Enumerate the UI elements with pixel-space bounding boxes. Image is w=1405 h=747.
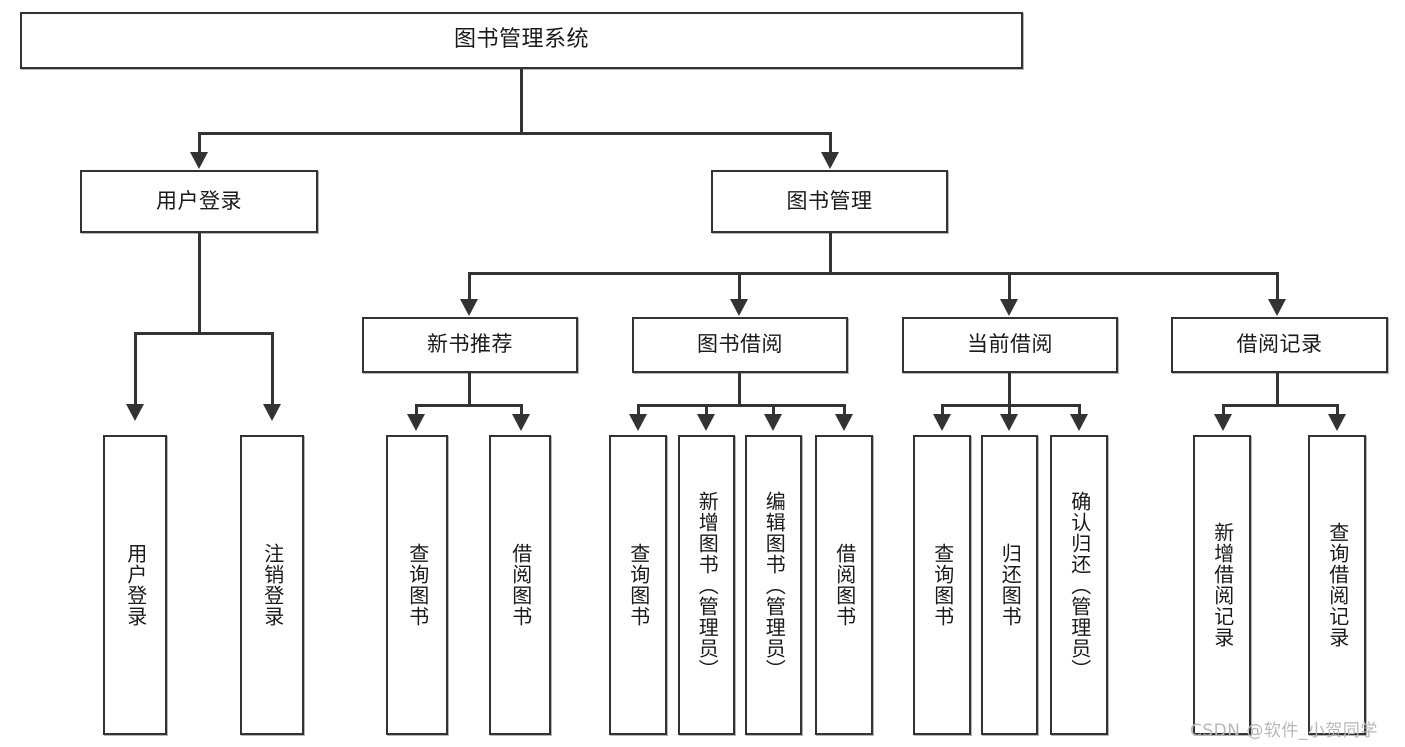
node-label: 注销登录 bbox=[260, 543, 285, 627]
connector-current-borrow-stem bbox=[1008, 373, 1011, 407]
arrowhead-leaf-query-record bbox=[1328, 414, 1346, 431]
node-label: 图书借阅 bbox=[697, 332, 783, 357]
arrowhead-leaf-edit-book bbox=[764, 414, 782, 431]
arrowhead-to-borrow-record bbox=[1268, 299, 1286, 316]
connector-borrow-record-stem bbox=[1276, 373, 1279, 407]
connector-new-book-bus bbox=[415, 404, 523, 407]
connector-book-borrow-drop-3 bbox=[772, 404, 775, 418]
connector-book-manage-stem bbox=[829, 233, 832, 274]
node-leaf-logout-login[interactable]: 注销登录 bbox=[240, 435, 304, 735]
connector-current-borrow-drop-2 bbox=[1008, 404, 1011, 418]
arrowhead-leaf-user-login bbox=[126, 404, 144, 421]
connector-current-borrow-drop-3 bbox=[1078, 404, 1081, 418]
connector-book-borrow-stem bbox=[738, 373, 741, 407]
connector-level3-bus bbox=[468, 272, 1279, 275]
node-leaf-confirm-return[interactable]: 确认归还（管理员） bbox=[1050, 435, 1108, 735]
connector-user-login-drop-2 bbox=[271, 332, 274, 408]
node-label: 归还图书 bbox=[998, 543, 1023, 627]
connector-borrow-record-bus bbox=[1222, 404, 1339, 407]
node-borrow-record[interactable]: 借阅记录 bbox=[1171, 317, 1388, 373]
node-leaf-add-record[interactable]: 新增借阅记录 bbox=[1193, 435, 1251, 735]
connector-user-login-bus bbox=[134, 332, 274, 335]
node-label: 借阅记录 bbox=[1236, 332, 1323, 357]
connector-new-book-drop-2 bbox=[520, 404, 523, 418]
arrowhead-leaf-add-record bbox=[1214, 414, 1232, 431]
connector-user-login-drop-1 bbox=[134, 332, 137, 408]
connector-root-stem bbox=[520, 69, 523, 134]
arrowhead-to-current-borrow bbox=[1000, 299, 1018, 316]
node-label: 新书推荐 bbox=[427, 332, 513, 357]
arrowhead-to-book-borrow bbox=[730, 299, 748, 316]
connector-book-borrow-drop-1 bbox=[637, 404, 640, 418]
connector-new-book-drop-1 bbox=[415, 404, 418, 418]
arrowhead-to-user-login bbox=[190, 152, 208, 169]
arrowhead-leaf-query-book-2 bbox=[629, 414, 647, 431]
node-label: 图书管理系统 bbox=[453, 27, 589, 53]
connector-to-borrow-record bbox=[1276, 272, 1279, 303]
arrowhead-to-new-book-recommend bbox=[460, 299, 478, 316]
arrowhead-leaf-add-book bbox=[697, 414, 715, 431]
node-new-book-recommend[interactable]: 新书推荐 bbox=[362, 317, 578, 373]
connector-book-borrow-drop-4 bbox=[843, 404, 846, 418]
node-leaf-query-book-2[interactable]: 查询图书 bbox=[609, 435, 667, 735]
node-label: 确认归还（管理员） bbox=[1067, 490, 1092, 680]
connector-borrow-record-drop-2 bbox=[1336, 404, 1339, 418]
connector-to-new-book-recommend bbox=[468, 272, 471, 303]
node-label: 编辑图书（管理员） bbox=[762, 490, 787, 680]
node-label: 图书管理 bbox=[786, 188, 873, 213]
connector-book-borrow-bus bbox=[637, 404, 846, 407]
node-leaf-add-book[interactable]: 新增图书（管理员） bbox=[678, 435, 735, 735]
connector-to-book-manage bbox=[829, 132, 832, 156]
node-label: 借阅图书 bbox=[508, 543, 533, 627]
connector-new-book-stem bbox=[468, 373, 471, 407]
connector-current-borrow-bus bbox=[941, 404, 1081, 407]
node-label: 用户登录 bbox=[156, 188, 242, 213]
node-leaf-borrow-book-2[interactable]: 借阅图书 bbox=[815, 435, 873, 735]
node-label: 查询图书 bbox=[405, 543, 430, 627]
connector-user-login-stem bbox=[198, 233, 201, 334]
node-book-borrow[interactable]: 图书借阅 bbox=[632, 317, 848, 373]
node-leaf-query-book-1[interactable]: 查询图书 bbox=[386, 435, 448, 735]
arrowhead-leaf-borrow-book-2 bbox=[835, 414, 853, 431]
connector-current-borrow-drop-1 bbox=[941, 404, 944, 418]
node-leaf-user-login[interactable]: 用户登录 bbox=[103, 435, 167, 735]
node-leaf-borrow-book-1[interactable]: 借阅图书 bbox=[489, 435, 551, 735]
connector-borrow-record-drop-1 bbox=[1222, 404, 1225, 418]
node-current-borrow[interactable]: 当前借阅 bbox=[902, 317, 1118, 373]
node-label: 借阅图书 bbox=[832, 543, 857, 627]
node-book-manage[interactable]: 图书管理 bbox=[711, 170, 948, 233]
connector-to-current-borrow bbox=[1008, 272, 1011, 303]
node-label: 查询图书 bbox=[930, 543, 955, 627]
node-user-login[interactable]: 用户登录 bbox=[80, 170, 318, 233]
node-label: 用户登录 bbox=[123, 543, 148, 627]
arrowhead-leaf-query-book-1 bbox=[407, 414, 425, 431]
arrowhead-leaf-borrow-book-1 bbox=[512, 414, 530, 431]
node-leaf-edit-book[interactable]: 编辑图书（管理员） bbox=[745, 435, 802, 735]
node-leaf-query-book-3[interactable]: 查询图书 bbox=[913, 435, 971, 735]
node-label: 查询图书 bbox=[626, 543, 651, 627]
connector-level2-bus bbox=[198, 132, 832, 135]
connector-book-borrow-drop-2 bbox=[705, 404, 708, 418]
arrowhead-leaf-confirm-return bbox=[1070, 414, 1088, 431]
node-label: 新增借阅记录 bbox=[1210, 522, 1235, 648]
arrowhead-leaf-return-book bbox=[1000, 414, 1018, 431]
csdn-watermark: CSDN @软件_小贺同学 bbox=[1190, 721, 1378, 741]
arrowhead-leaf-query-book-3 bbox=[933, 414, 951, 431]
node-leaf-query-record[interactable]: 查询借阅记录 bbox=[1308, 435, 1366, 735]
node-label: 新增图书（管理员） bbox=[695, 490, 720, 680]
node-root-system[interactable]: 图书管理系统 bbox=[20, 12, 1023, 69]
arrowhead-to-book-manage bbox=[821, 152, 839, 169]
node-label: 当前借阅 bbox=[967, 332, 1053, 357]
node-label: 查询借阅记录 bbox=[1325, 522, 1350, 648]
connector-to-book-borrow bbox=[738, 272, 741, 303]
arrowhead-leaf-logout-login bbox=[263, 404, 281, 421]
connector-to-user-login bbox=[198, 132, 201, 156]
node-leaf-return-book[interactable]: 归还图书 bbox=[981, 435, 1038, 735]
